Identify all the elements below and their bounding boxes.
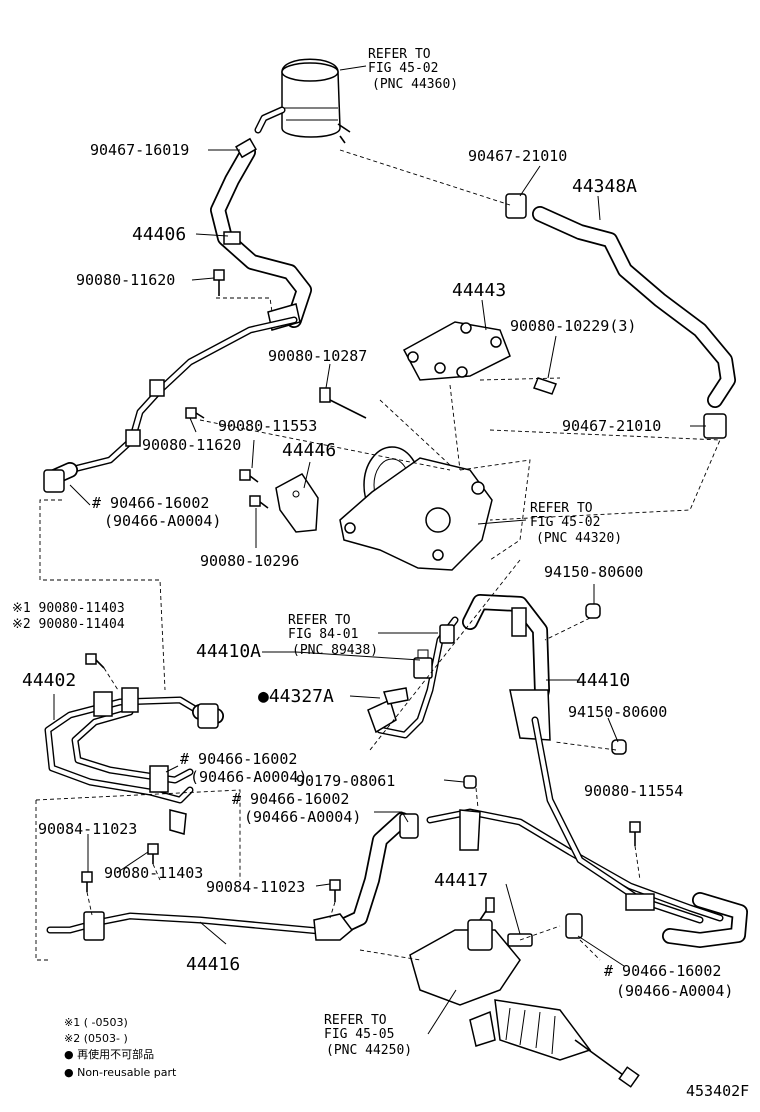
ref-pump-line2: FIG 45-02 (530, 515, 600, 530)
bracket-44443 (402, 321, 557, 395)
label-90084-11023-a: 90084-11023 (38, 820, 137, 838)
vane-pump (339, 446, 493, 571)
ref-reservoir-line3: (PNC 44360) (372, 77, 458, 92)
label-90080-10296: 90080-10296 (200, 552, 299, 570)
label-90466-16002-d: # 90466-16002 (604, 962, 721, 980)
label-90466-A0004-d: (90466-A0004) (616, 982, 733, 1000)
ref-reservoir-line1: REFER TO (368, 47, 431, 62)
label-90466-A0004-a: (90466-A0004) (104, 512, 221, 530)
label-44402: 44402 (22, 670, 76, 691)
label-90080-10287: 90080-10287 (268, 347, 367, 365)
label-94150-80600-a: 94150-80600 (544, 563, 643, 581)
label-90466-A0004-c: (90466-A0004) (244, 808, 361, 826)
label-44327A: ●44327A (258, 686, 334, 707)
label-44416: 44416 (186, 954, 240, 975)
cover-44446 (275, 473, 319, 533)
label-90179-08061: 90179-08061 (296, 772, 395, 790)
small-bolts (81, 269, 641, 902)
label-90467-16019: 90467-16019 (90, 141, 189, 159)
pressure-hose-44410 (367, 594, 551, 741)
ref-sensor-line3: (PNC 89438) (292, 643, 378, 658)
label-44443: 44443 (452, 280, 506, 301)
label-90466-A0004-b: (90466-A0004) (190, 768, 307, 786)
bolt-90080-10287 (319, 387, 367, 419)
label-94150-80600-b: 94150-80600 (568, 703, 667, 721)
ref-sensor-line2: FIG 84-01 (288, 627, 358, 642)
legend-note1: ※1 ( -0503) (64, 1016, 128, 1029)
label-44446: 44446 (282, 440, 336, 461)
label-90080-11553: 90080-11553 (218, 417, 317, 435)
legend-japanese: ● 再使用不可部品 (64, 1047, 154, 1061)
legend-note2: ※2 (0503- ) (64, 1032, 128, 1045)
return-hose-44406 (43, 137, 312, 493)
part-labels: REFER TO FIG 45-02 (PNC 44360) 90467-160… (12, 47, 733, 1058)
label-44410A: 44410A (196, 641, 261, 662)
label-90467-21010-mid: 90467-21010 (562, 417, 661, 435)
label-90467-21010-top: 90467-21010 (468, 147, 567, 165)
pressure-tube-lower (426, 716, 748, 948)
reservoir-tank (254, 58, 351, 144)
return-tube-44402 (44, 687, 224, 835)
suction-hose-44348A (505, 193, 736, 439)
label-star1-90080-11403: ※1 90080-11403 (12, 601, 125, 616)
label-90080-11403: 90080-11403 (104, 864, 203, 882)
label-90080-11554: 90080-11554 (584, 782, 683, 800)
ref-reservoir-line2: FIG 45-02 (368, 61, 438, 76)
ref-gear-line1: REFER TO (324, 1013, 387, 1028)
legend: ※1 ( -0503) ※2 (0503- ) ● 再使用不可部品 ● Non-… (64, 1016, 177, 1079)
dashed-guides (35, 149, 721, 961)
label-90466-16002-a: # 90466-16002 (92, 494, 209, 512)
ref-sensor-line1: REFER TO (288, 613, 351, 628)
label-44348A: 44348A (572, 176, 637, 197)
label-44417: 44417 (434, 870, 488, 891)
label-90466-16002-b: # 90466-16002 (180, 750, 297, 768)
legend-non-reusable: ● Non-reusable part (64, 1066, 177, 1079)
ref-gear-line2: FIG 45-05 (324, 1027, 394, 1042)
label-90080-10229: 90080-10229(3) (510, 317, 636, 335)
label-44406: 44406 (132, 224, 186, 245)
label-star2-90080-11404: ※2 90080-11404 (12, 617, 125, 632)
label-90080-11620-a: 90080-11620 (76, 271, 175, 289)
leader-lines (53, 65, 706, 1035)
label-90084-11023-b: 90084-11023 (206, 878, 305, 896)
label-90466-16002-c: # 90466-16002 (232, 790, 349, 808)
ref-pump-line1: REFER TO (530, 501, 593, 516)
hose-44416 (46, 812, 419, 941)
pressure-sensor (383, 649, 433, 705)
label-90080-11620-b: 90080-11620 (142, 436, 241, 454)
ref-pump-line3: (PNC 44320) (536, 531, 622, 546)
figure-id: 453402F (686, 1082, 749, 1100)
label-44410: 44410 (576, 670, 630, 691)
steering-gear (409, 897, 640, 1088)
ref-gear-line3: (PNC 44250) (326, 1043, 412, 1058)
